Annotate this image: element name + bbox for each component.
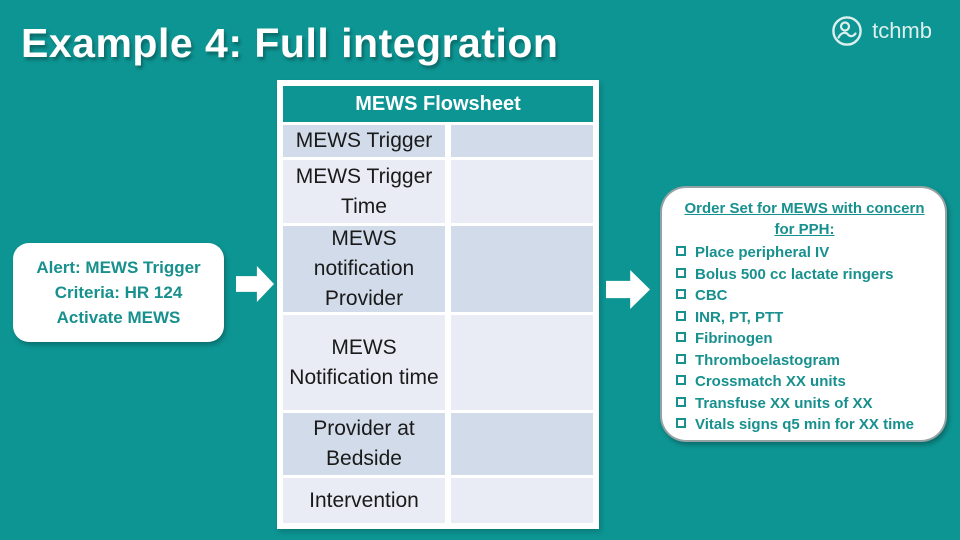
order-item-label: Fibrinogen [695,330,773,347]
arrow-right-icon [236,266,274,302]
list-item: Fibrinogen [674,328,935,350]
alert-line: Alert: MEWS Trigger [36,258,201,277]
checkbox-icon [676,396,686,407]
alert-line: Activate MEWS [56,308,181,327]
order-item-label: INR, PT, PTT [695,308,784,326]
table-row: MEWS Notification time [283,315,593,410]
table-cell-label: Intervention [283,478,445,523]
order-item-label: Crossmatch XX units [695,373,846,390]
table-cell-label: MEWS Notification time [283,315,445,410]
table-cell-label: Provider at Bedside [283,413,445,475]
list-item: INR, PT, PTT [674,307,935,329]
table-cell-label: MEWS Trigger Time [283,160,445,223]
page-title: Example 4: Full integration [21,20,559,66]
flowsheet-table-title: MEWS Flowsheet [283,86,593,122]
checkbox-icon [676,267,686,278]
table-cell-label: MEWS Trigger [283,125,445,157]
table-cell-value [451,315,593,410]
checkbox-icon [676,418,686,428]
list-item: Bolus 500 cc lactate ringers [674,264,935,286]
table-cell-value [451,160,593,223]
table-cell-label: MEWS notification Provider [283,226,445,312]
flowsheet-table: MEWS Flowsheet MEWS Trigger MEWS Trigger… [277,80,599,529]
table-row: MEWS Trigger Time [283,160,593,223]
table-row: MEWS notification Provider [283,226,593,312]
table-cell-value [451,125,593,157]
list-item: Transfuse XX units of XX [674,393,935,415]
checkbox-icon [676,310,686,321]
order-set-box: Order Set for MEWS with concern for PPH:… [660,186,947,442]
table-cell-value [451,413,593,475]
order-item-label: Place peripheral IV [695,244,830,261]
order-item-label: Vitals signs q5 min for XX time [695,416,914,433]
alert-callout: Alert: MEWS Trigger Criteria: HR 124 Act… [13,243,224,342]
list-item: Thromboelastogram [674,350,935,372]
list-item: Vitals signs q5 min for XX time [674,414,935,436]
list-item: Place peripheral IV [674,242,935,264]
logo-text: tchmb [872,18,932,43]
table-row: Intervention [283,478,593,523]
checkbox-icon [676,246,686,256]
table-row: MEWS Trigger [283,125,593,157]
arrow-right-icon [606,270,650,309]
order-item-label: Transfuse XX units of XX [695,394,873,412]
logo: tchmb [830,14,932,48]
order-set-title: Order Set for MEWS with concern for PPH: [684,200,925,238]
list-item: Crossmatch XX units [674,371,935,393]
checkbox-icon [676,332,686,342]
order-item-label: CBC [695,287,728,304]
checkbox-icon [676,289,686,299]
order-item-label: Bolus 500 cc lactate ringers [695,265,894,283]
table-cell-value [451,226,593,312]
table-cell-value [451,478,593,523]
checkbox-icon [676,353,686,364]
person-in-circle-icon [830,14,864,48]
order-item-label: Thromboelastogram [695,351,841,369]
checkbox-icon [676,375,686,385]
alert-line: Criteria: HR 124 [54,283,183,302]
table-row: Provider at Bedside [283,413,593,475]
list-item: CBC [674,285,935,307]
